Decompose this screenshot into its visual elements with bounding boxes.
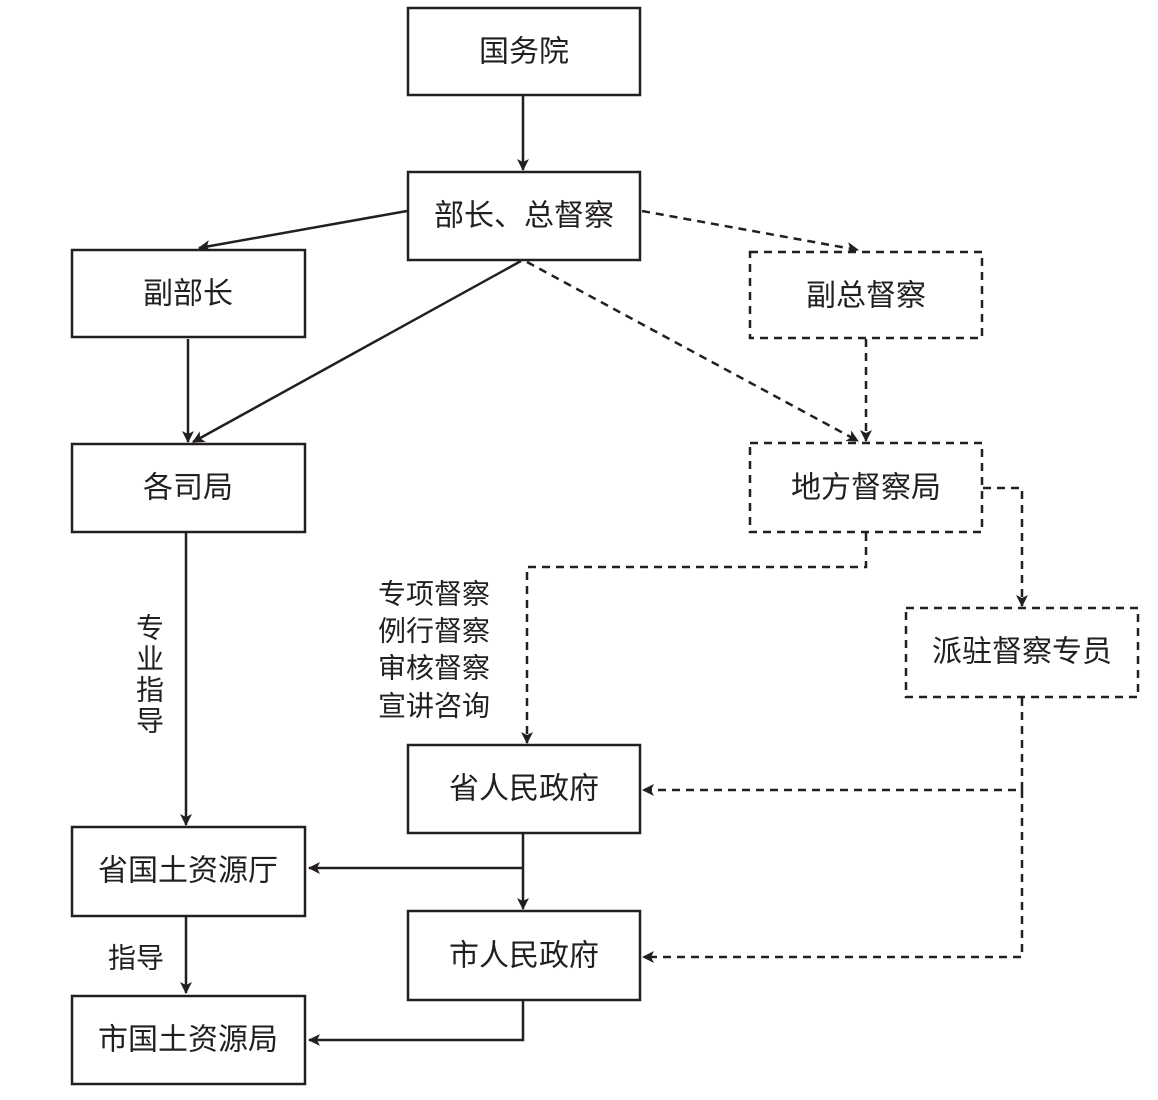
solid-edges — [180, 96, 529, 1046]
edge-minister-to-vice-minister — [198, 209, 408, 252]
node-local-bureau: 地方督察局 — [748, 441, 984, 534]
edge-minister-to-local-bureau — [526, 260, 859, 443]
edge-minister-to-deputy-inspector — [641, 209, 859, 254]
label-char: 业 — [136, 643, 164, 676]
node-label: 副部长 — [143, 277, 233, 312]
edge-resident-inspector-to-city-gov — [642, 790, 1024, 963]
label-char: 指 — [136, 674, 164, 707]
node-minister: 部长、总督察 — [406, 170, 642, 262]
node-state-council: 国务院 — [406, 6, 642, 97]
node-label: 市国土资源局 — [98, 1023, 278, 1058]
edge-city-gov-to-city-land — [308, 1001, 525, 1046]
node-city-government: 市人民政府 — [406, 909, 642, 1002]
node-departments: 各司局 — [70, 442, 307, 534]
node-label: 国务院 — [479, 35, 569, 70]
edge-local-bureau-to-provincial-gov — [521, 533, 868, 744]
node-provincial-government: 省人民政府 — [406, 743, 642, 835]
guidance-label: 指导 — [108, 942, 164, 975]
edge-minister-to-departments — [192, 259, 522, 444]
node-label: 地方督察局 — [791, 471, 941, 506]
professional-guidance-label: 专 业 指 导 — [136, 612, 164, 738]
node-label: 派驻督察专员 — [932, 635, 1112, 670]
inspection-type: 审核督察 — [378, 652, 490, 685]
dashed-edges — [521, 209, 1028, 963]
edge-local-bureau-to-resident-inspector — [983, 486, 1028, 607]
label-char: 专 — [136, 612, 164, 645]
node-label: 部长、总督察 — [434, 199, 614, 234]
node-label: 市人民政府 — [449, 939, 599, 974]
node-city-land-bureau: 市国土资源局 — [70, 994, 307, 1086]
node-label: 省国土资源厅 — [98, 854, 278, 889]
node-label: 副总督察 — [806, 279, 926, 314]
inspection-type: 专项督察 — [378, 578, 490, 611]
node-resident-inspector: 派驻督察专员 — [904, 606, 1140, 699]
node-label: 各司局 — [143, 471, 233, 506]
inspection-type: 宣讲咨询 — [378, 690, 490, 723]
node-provincial-land-dept: 省国土资源厅 — [70, 825, 307, 918]
inspection-types-label: 专项督察 例行督察 审核督察 宣讲咨询 — [378, 578, 490, 723]
node-vice-minister: 副部长 — [70, 248, 307, 339]
edge-resident-inspector-to-provincial-gov — [642, 698, 1024, 796]
node-label: 省人民政府 — [449, 772, 599, 807]
inspection-type: 例行督察 — [378, 615, 490, 648]
node-deputy-inspector: 副总督察 — [748, 250, 984, 340]
label-char: 导 — [136, 705, 164, 738]
